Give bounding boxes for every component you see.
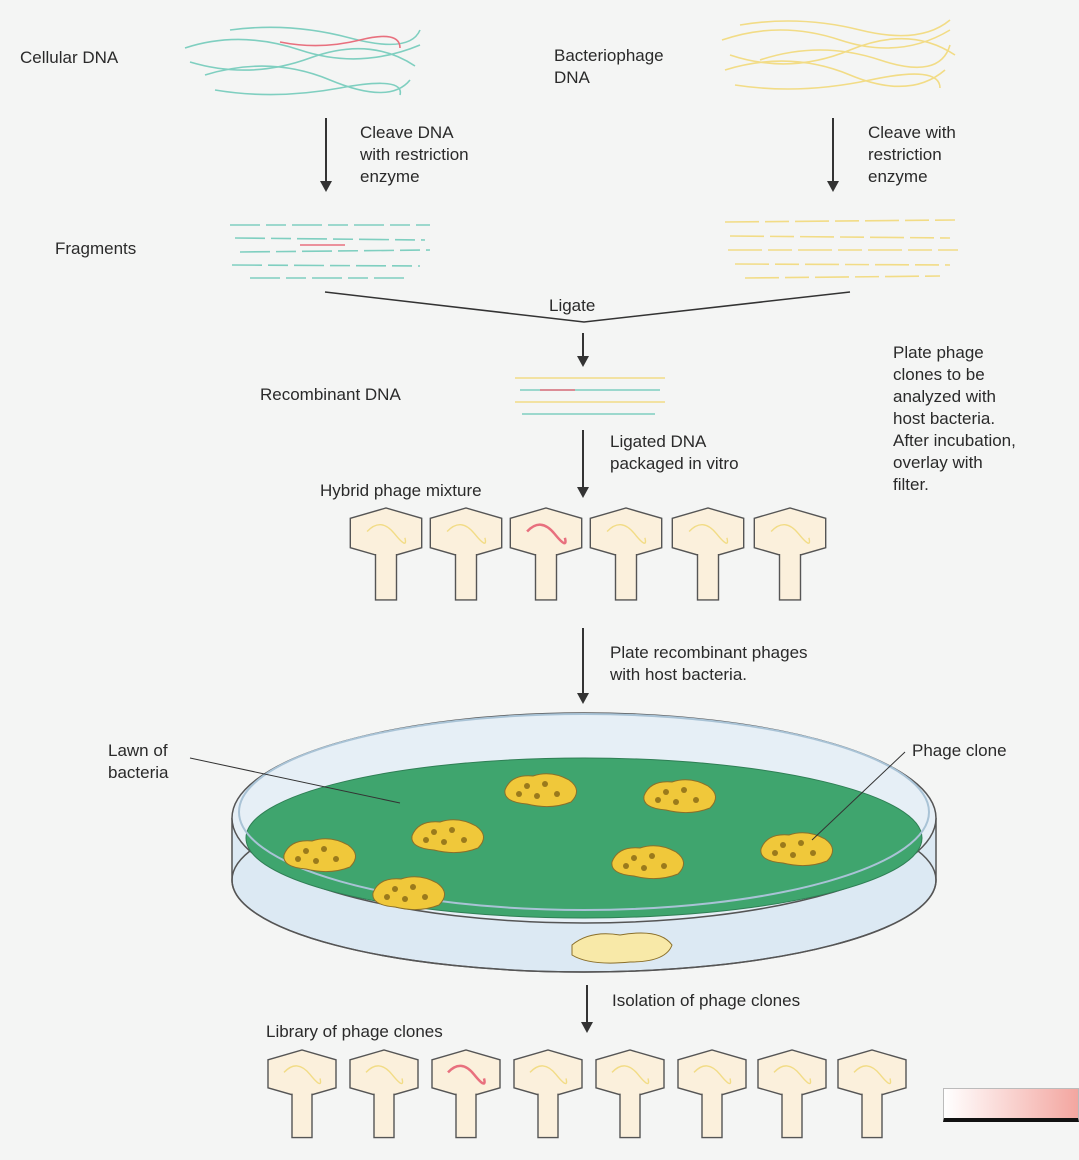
phage-icon	[678, 1050, 746, 1138]
plaque	[373, 877, 445, 910]
cellular-dna-strands	[185, 27, 420, 95]
hybrid-phage-row	[350, 508, 825, 600]
plaque	[505, 774, 577, 807]
phage-icon	[672, 508, 743, 600]
phage-icon	[590, 508, 661, 600]
phage-icon	[514, 1050, 582, 1138]
plaque	[284, 839, 356, 872]
ligate-lines	[325, 292, 850, 322]
plaque	[612, 846, 684, 879]
plaque	[644, 780, 716, 813]
color-swatch	[943, 1088, 1079, 1122]
phage-icon	[754, 508, 825, 600]
phage-icon	[758, 1050, 826, 1138]
phage-icon	[596, 1050, 664, 1138]
phage-icon	[350, 508, 421, 600]
recombinant-dna-strands	[515, 378, 665, 414]
phage-dna-strands	[722, 20, 955, 89]
plaque	[412, 820, 484, 853]
phage-icon	[432, 1050, 500, 1138]
phage-icon	[268, 1050, 336, 1138]
cellular-fragments	[230, 225, 430, 278]
phage-icon	[350, 1050, 418, 1138]
phage-fragments	[725, 220, 958, 278]
phage-icon	[510, 508, 581, 600]
phage-icon	[430, 508, 501, 600]
plaque	[761, 833, 833, 866]
phage-icon	[838, 1050, 906, 1138]
library-phage-row	[268, 1050, 906, 1138]
isolated-plaque	[572, 933, 672, 963]
